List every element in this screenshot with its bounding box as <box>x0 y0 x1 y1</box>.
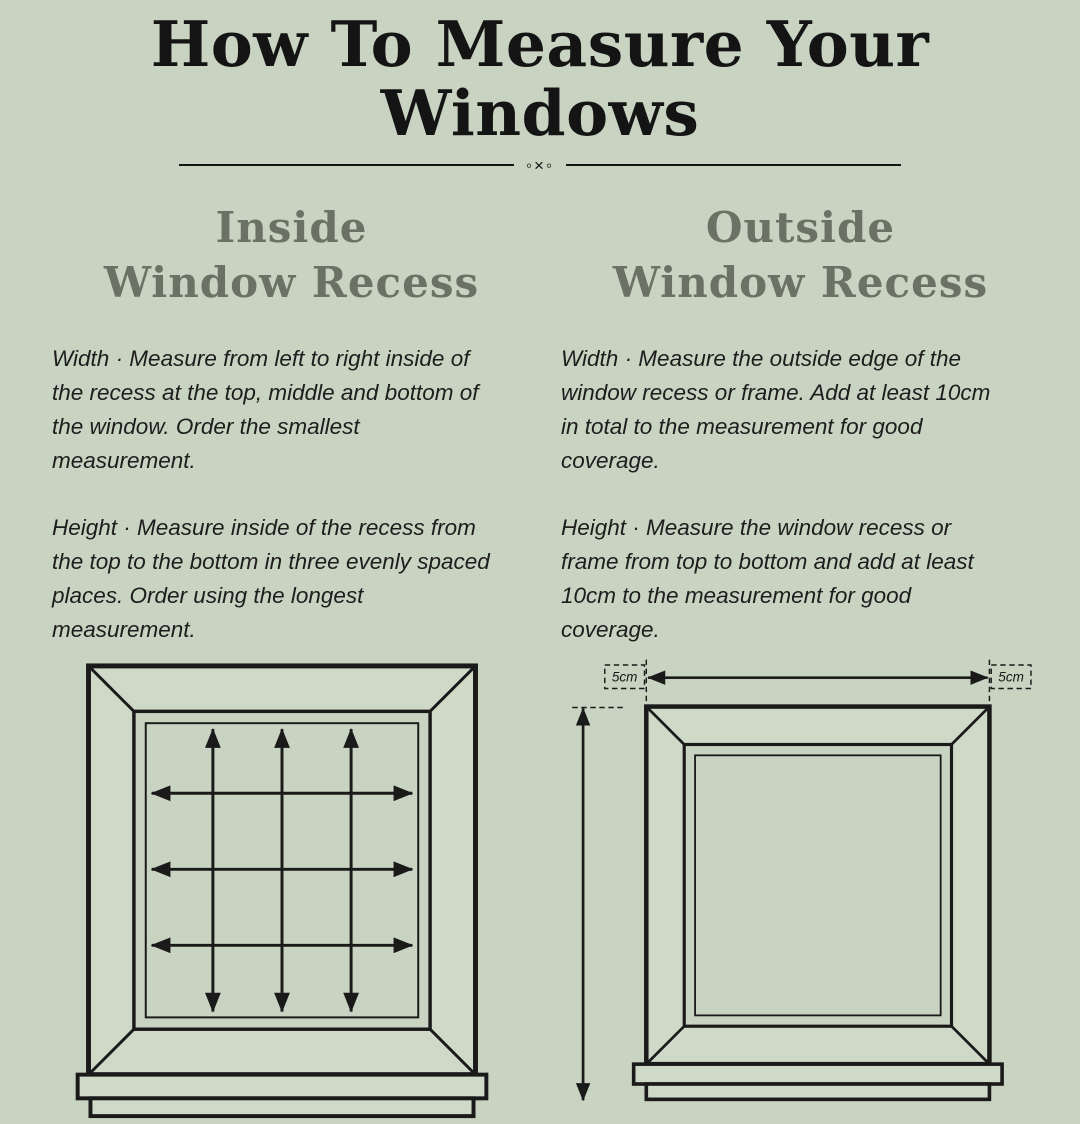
left-margin-box <box>604 664 646 690</box>
margin-guides <box>572 660 1032 709</box>
divider-line-left <box>179 164 514 167</box>
inside-width-instructions: Width · Measure from left to right insid… <box>52 346 479 473</box>
right-margin-label: 5cm <box>998 670 1024 685</box>
infographic-page: How To Measure Your Windows ◦×◦ Inside W… <box>0 7 1080 1119</box>
outside-width-instructions: Width · Measure the outside edge of the … <box>561 346 991 473</box>
inside-height-instructions: Height · Measure inside of the recess fr… <box>52 515 490 642</box>
outside-height-instructions: Height · Measure the window recess or fr… <box>561 515 974 642</box>
outside-heading-line2: Window Recess <box>612 258 989 308</box>
outside-window-diagram: 5cm 5cm <box>572 660 1032 1102</box>
content-columns: Inside Window Recess Width · Measure fro… <box>0 174 1080 1124</box>
divider-ornament-icon: ◦×◦ <box>526 155 554 175</box>
outside-heading-line1: Outside <box>705 202 896 252</box>
outside-recess-column: Outside Window Recess Width · Measure th… <box>561 200 1040 1124</box>
inside-heading-line1: Inside <box>215 202 368 252</box>
header-divider: ◦×◦ <box>0 157 1080 174</box>
left-margin-label: 5cm <box>612 670 638 685</box>
inside-recess-heading: Inside Window Recess <box>52 200 531 311</box>
page-title: How To Measure Your Windows <box>150 7 930 151</box>
outside-recess-heading: Outside Window Recess <box>561 200 1040 311</box>
inside-heading-line2: Window Recess <box>103 258 480 308</box>
inside-window-diagram <box>75 663 489 1119</box>
inside-recess-column: Inside Window Recess Width · Measure fro… <box>52 200 531 1124</box>
divider-line-right <box>565 164 901 167</box>
right-margin-box <box>990 664 1032 690</box>
outside-window-frame <box>631 704 1004 1102</box>
inside-measurement-arrows <box>150 728 414 1013</box>
